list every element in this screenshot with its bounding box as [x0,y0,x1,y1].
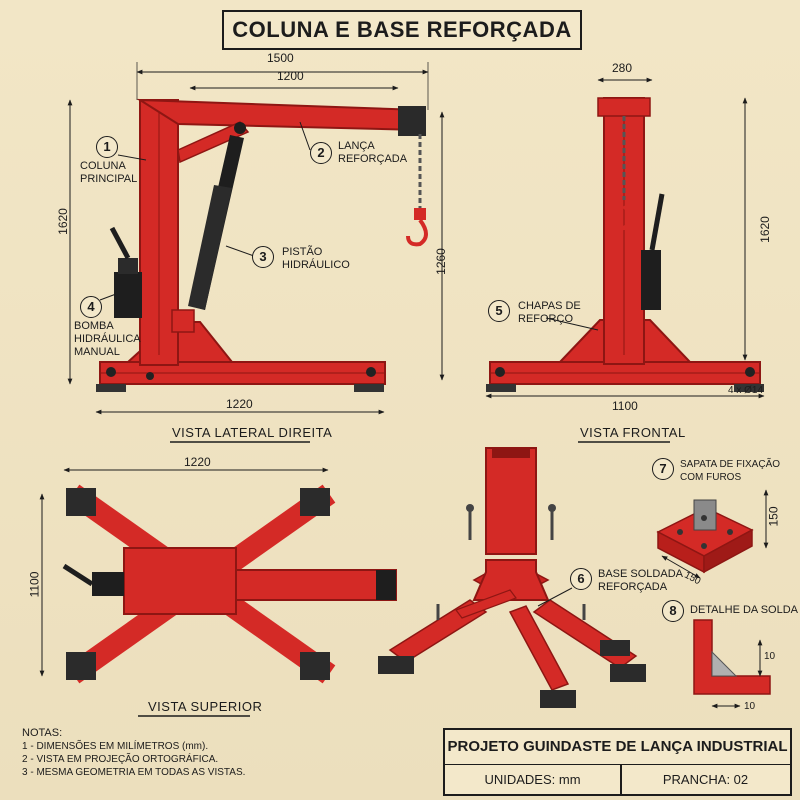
title-block: PROJETO GUINDASTE DE LANÇA INDUSTRIAL UN… [443,728,792,796]
dim-hole-spec: 4 x Ø14 [728,385,764,396]
callout-2-number: 2 [310,142,332,164]
dim-top-width: 1100 [27,571,42,598]
dim-boom-reach: 1200 [277,69,304,83]
notes-block: NOTAS: 1 - DIMENSÕES EM MILÍMETROS (mm).… [22,727,245,779]
weld-detail-drawing [693,619,771,709]
callout-5-label-line2: REFORÇO [518,313,573,325]
dim-hook-height: 1260 [433,248,448,275]
callout-7-label-line1: SAPATA DE FIXAÇÃO [680,459,781,470]
view-label-front: VISTA FRONTAL [580,425,686,440]
callout-7-label-line2: COM FUROS [680,472,742,483]
callout-1-label-line2: PRINCIPAL [80,173,138,185]
callout-6-number: 6 [570,568,592,590]
callout-3-label-line1: PISTÃO [282,246,323,258]
dim-front-height: 1620 [757,216,772,243]
dim-front-column-width: 280 [612,61,633,75]
dim-top-length: 1220 [184,455,211,469]
isometric-base-drawing [378,447,646,708]
callout-4-label-line3: MANUAL [74,346,120,358]
callout-1-label-line1: COLUNA [80,160,126,172]
callout-2-label-line2: REFORÇADA [338,153,408,165]
callout-4-label-line1: BOMBA [74,320,114,332]
view-label-side: VISTA LATERAL DIREITA [172,425,333,440]
dim-boom-total: 1500 [267,51,294,65]
note-item-3: 3 - MESMA GEOMETRIA EM TODAS AS VISTAS. [22,767,246,778]
dim-weld-a: 10 [764,651,776,662]
title-block-sheet: PRANCHA: 02 [662,772,749,787]
note-item-1: 1 - DIMENSÕES EM MILÍMETROS (mm). [22,741,209,752]
callout-3-number: 3 [252,246,274,268]
dim-side-height: 1620 [55,208,70,235]
top-view-drawing [39,467,397,717]
callout-7-number: 7 [652,458,674,480]
title-block-units: UNIDADES: mm [484,772,581,787]
dim-front-base: 1100 [612,399,638,413]
callout-8-label-line1: DETALHE DA SOLDA [690,604,798,616]
callout-3-label-line2: HIDRÁULICO [282,259,350,271]
callout-2-label-line1: LANÇA [338,140,375,152]
dim-foot-a: 150 [766,506,781,527]
drawing-title: COLUNA E BASE REFORÇADA [222,10,582,50]
callout-5-number: 5 [488,300,510,322]
callout-6-label-line2: REFORÇADA [598,581,668,593]
note-item-2: 2 - VISTA EM PROJEÇÃO ORTOGRÁFICA. [22,754,219,765]
side-view-drawing [67,62,445,443]
callout-4-number: 4 [80,296,102,318]
callout-4-label-line2: HIDRÁULICA [74,333,141,345]
dim-weld-b: 10 [744,701,756,712]
notes-heading: NOTAS: [22,727,63,739]
foot-plate-detail-drawing [656,489,769,579]
view-label-top: VISTA SUPERIOR [148,699,263,714]
title-block-divider [620,765,622,794]
callout-1-number: 1 [96,136,118,158]
front-view-drawing [485,77,765,443]
dim-side-base: 1220 [226,397,253,411]
callout-8-number: 8 [662,600,684,622]
title-block-project: PROJETO GUINDASTE DE LANÇA INDUSTRIAL [445,730,790,765]
callout-5-label-line1: CHAPAS DE [518,300,581,312]
callout-6-label-line1: BASE SOLDADA [598,568,683,580]
